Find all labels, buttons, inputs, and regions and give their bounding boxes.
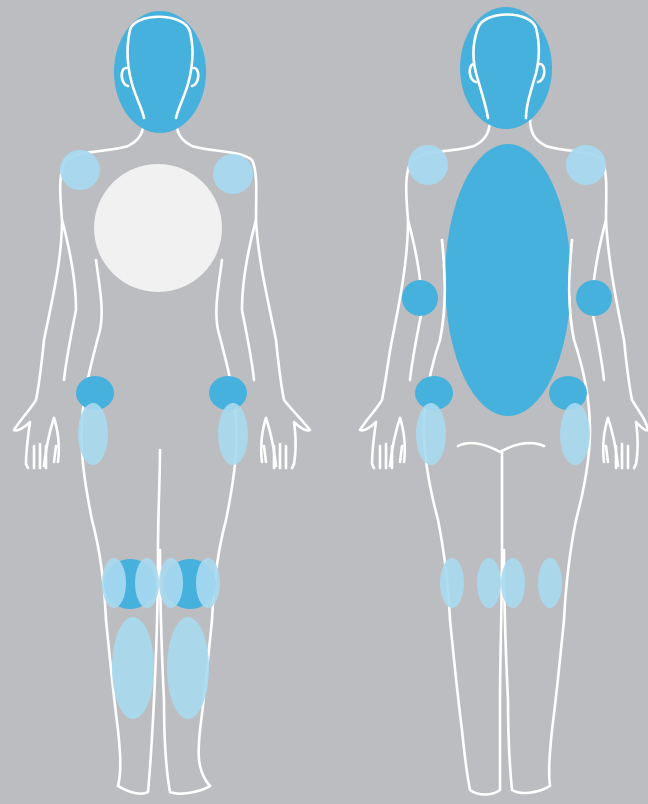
- back-left-arm: [360, 220, 422, 466]
- back-left-shoulder-region: [408, 145, 448, 185]
- front-left-arm: [14, 220, 76, 466]
- back-right-knee-inner-region: [501, 558, 525, 608]
- front-right-arm: [242, 220, 310, 466]
- front-left-hand: [26, 418, 59, 468]
- front-head-region: [114, 11, 206, 133]
- front-left-shoulder-region: [60, 150, 100, 190]
- back-right-arm: [592, 220, 648, 466]
- front-right-thigh-side-region: [218, 403, 248, 465]
- front-left-thigh-side-region: [78, 403, 108, 465]
- front-figure: [14, 11, 310, 794]
- front-chest-region: [94, 164, 222, 292]
- back-left-knee-inner-region: [477, 558, 501, 608]
- back-left-knee-outer-region: [440, 558, 464, 608]
- back-right-hip-region: [549, 376, 587, 410]
- front-right-shoulder-region: [213, 154, 253, 194]
- back-right-elbow-region: [576, 280, 612, 316]
- back-figure: [360, 7, 648, 795]
- front-left-knee-outer-region: [102, 558, 126, 608]
- back-regions: [402, 7, 612, 608]
- back-region: [445, 144, 571, 416]
- front-right-shin-region: [167, 617, 209, 719]
- back-left-elbow-region: [402, 280, 438, 316]
- back-right-knee-outer-region: [538, 558, 562, 608]
- front-right-knee-outer-region: [196, 558, 220, 608]
- back-leg-left: [450, 452, 502, 795]
- front-left-shin-region: [112, 617, 154, 719]
- front-outline: [14, 17, 310, 794]
- back-left-hand: [372, 418, 405, 468]
- back-right-shoulder-region: [566, 145, 606, 185]
- back-left-thigh-side-region: [416, 403, 446, 465]
- front-right-knee-inner-region: [159, 558, 183, 608]
- back-right-thigh-side-region: [560, 403, 590, 465]
- back-buttocks-line: [458, 443, 544, 452]
- front-left-knee-inner-region: [135, 558, 159, 608]
- front-right-hand: [261, 418, 294, 468]
- back-right-hand: [603, 418, 636, 468]
